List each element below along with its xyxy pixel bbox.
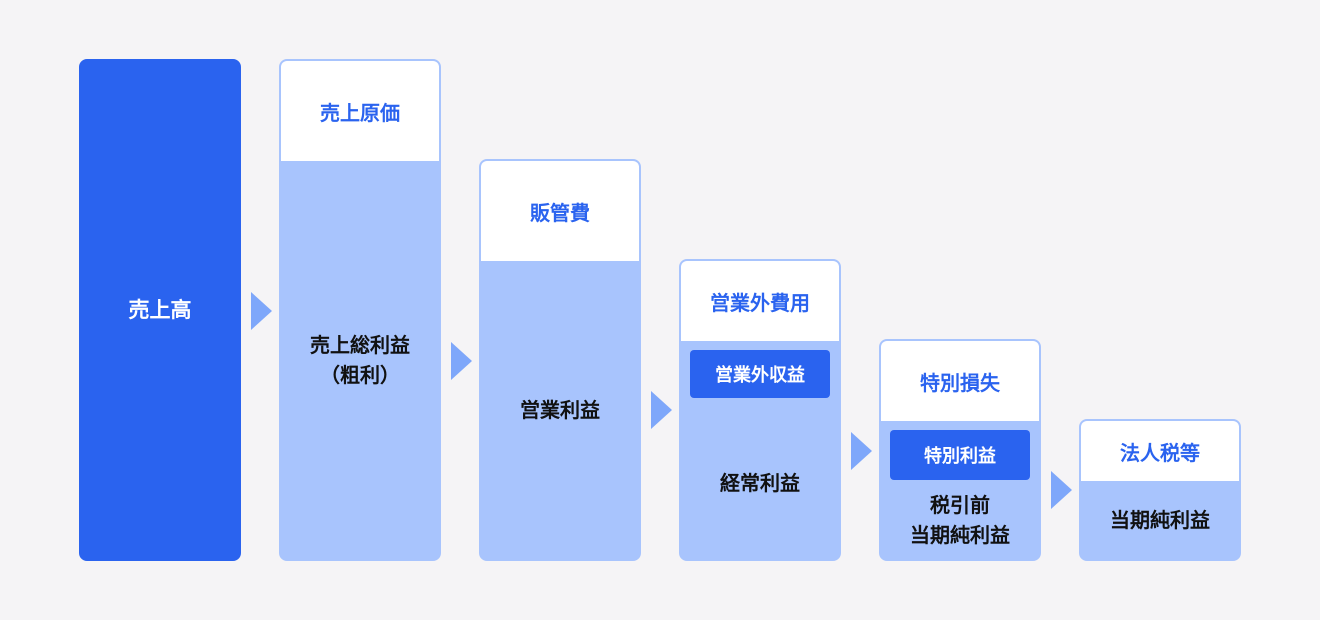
column-net-profit: 法人税等 当期純利益 bbox=[1079, 419, 1241, 561]
corporate-tax-header: 法人税等 bbox=[1081, 421, 1239, 481]
arrow-right-icon bbox=[451, 342, 472, 380]
non-operating-expenses-header: 営業外費用 bbox=[681, 261, 839, 341]
arrow-right-icon bbox=[651, 391, 672, 429]
non-operating-income-box: 営業外収益 bbox=[690, 350, 830, 398]
pretax-profit-line1: 税引前 bbox=[930, 493, 990, 517]
cost-of-sales-header: 売上原価 bbox=[281, 61, 439, 161]
net-profit-label: 当期純利益 bbox=[1110, 508, 1210, 532]
pretax-profit-label: 税引前 当期純利益 bbox=[881, 481, 1039, 559]
extraordinary-losses-header: 特別損失 bbox=[881, 341, 1039, 421]
arrow-right-icon bbox=[851, 432, 872, 470]
gross-profit-line1: 売上総利益 bbox=[310, 333, 410, 357]
pretax-profit-line2: 当期純利益 bbox=[910, 523, 1010, 547]
column-gross-profit: 売上原価 売上総利益 （粗利） bbox=[279, 59, 441, 561]
sales-label: 売上高 bbox=[128, 298, 192, 322]
gross-profit-label: 売上総利益 （粗利） bbox=[281, 161, 439, 559]
column-sales: 売上高 bbox=[79, 59, 241, 561]
arrow-right-icon bbox=[1051, 471, 1072, 509]
extraordinary-income-box: 特別利益 bbox=[890, 430, 1030, 480]
column-operating-profit: 販管費 営業利益 bbox=[479, 159, 641, 561]
column-ordinary-profit: 営業外費用 営業外収益 経常利益 bbox=[679, 259, 841, 561]
arrow-right-icon bbox=[251, 292, 272, 330]
column-pretax-profit: 特別損失 特別利益 税引前 当期純利益 bbox=[879, 339, 1041, 561]
sga-header: 販管費 bbox=[481, 161, 639, 261]
ordinary-profit-label: 経常利益 bbox=[720, 470, 800, 495]
operating-profit-label: 営業利益 bbox=[520, 398, 600, 422]
gross-profit-line2: （粗利） bbox=[320, 363, 400, 387]
